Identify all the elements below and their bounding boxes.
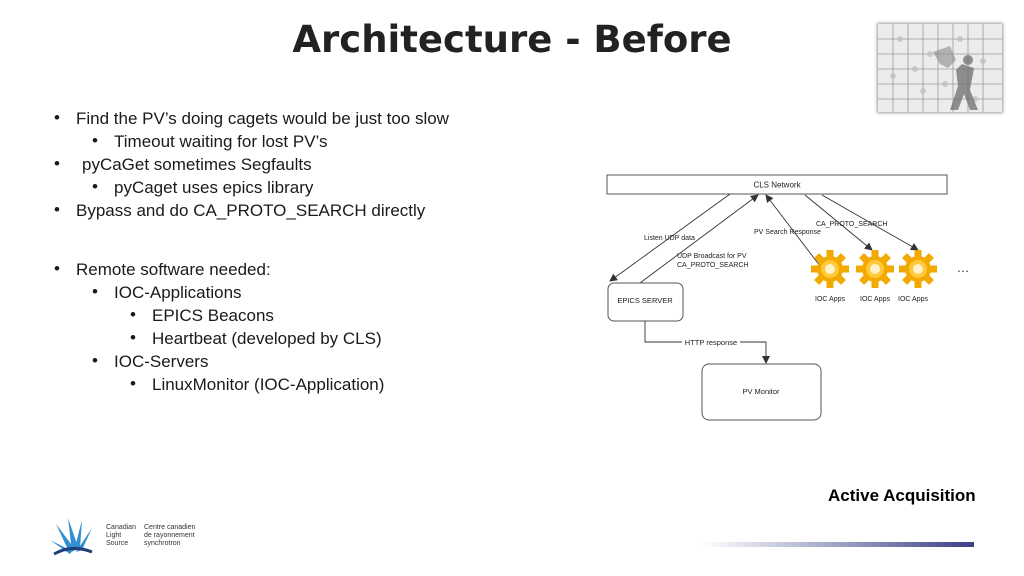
bullet-dot: •	[92, 131, 98, 150]
udp-broadcast-label: CA_PROTO_SEARCH	[677, 262, 748, 269]
bullet-dot: •	[54, 200, 60, 219]
ca-search-arrow-1	[804, 194, 873, 251]
bullet-dot: •	[92, 177, 98, 196]
gear-icon	[899, 250, 937, 288]
ioc-apps-label: IOC Apps	[815, 296, 845, 303]
bullet-dot: •	[54, 259, 60, 278]
bullet-dot: •	[54, 154, 60, 173]
bullet-item: Timeout waiting for lost PV’s	[114, 132, 328, 151]
epics-server-label: EPICS SERVER	[617, 296, 673, 305]
bullet-dot: •	[92, 282, 98, 301]
architecture-diagram: CLS Network Listen UDP data UDP Broadcas…	[600, 168, 980, 426]
udp-broadcast-label: UDP Broadcast for PV	[677, 253, 747, 260]
gear-icon	[811, 250, 849, 288]
logo-text-line: Light	[106, 532, 122, 539]
logo-text-english: Canadian Light Source	[106, 524, 136, 548]
logo-text-french: Centre canadien de rayonnement synchrotr…	[144, 524, 195, 548]
bullet-item: LinuxMonitor (IOC-Application)	[152, 375, 385, 394]
bullet-item: Remote software needed:	[76, 260, 271, 279]
bullet-item: Heartbeat (developed by CLS)	[152, 329, 382, 348]
bullet-dot: •	[130, 328, 136, 347]
bullet-dot: •	[54, 108, 60, 127]
logo-text-line: Canadian	[106, 524, 136, 531]
bullet-item: Find the PV’s doing cagets would be just…	[76, 109, 449, 128]
logo-text-line: de rayonnement	[144, 532, 195, 539]
bullet-item: pyCaget uses epics library	[114, 178, 314, 197]
slide-title: Architecture - Before	[292, 18, 732, 61]
bullet-item: EPICS Beacons	[152, 306, 274, 325]
footer-gradient-bar	[700, 542, 974, 547]
epics-server-box	[607, 282, 684, 322]
bullet-item: IOC-Servers	[114, 352, 209, 371]
search-response-arrow	[765, 194, 821, 267]
listen-arrow	[609, 193, 731, 282]
search-response-label: PV Search Response	[754, 229, 821, 236]
puzzle-picture	[878, 24, 1002, 112]
bullet-dot: •	[130, 305, 136, 324]
bullet-item: Bypass and do CA_PROTO_SEARCH directly	[76, 201, 426, 220]
logo-text-line: Source	[106, 540, 129, 547]
ca-search-arrow-2	[821, 194, 919, 251]
ca-proto-search-label: CA_PROTO_SEARCH	[816, 221, 887, 228]
cls-network-label: CLS Network	[753, 181, 801, 190]
puzzle-illustration	[878, 24, 1002, 112]
bullet-item: IOC-Applications	[114, 283, 242, 302]
ioc-apps-label: IOC Apps	[898, 296, 928, 303]
cls-logo: Canadian Light Source Centre canadien de…	[48, 514, 218, 558]
cls-network-box	[606, 174, 948, 195]
pv-monitor-label: PV Monitor	[742, 387, 780, 396]
listen-udp-label: Listen UDP data	[644, 235, 695, 242]
ellipsis-label: …	[957, 260, 970, 275]
bullet-dot: •	[130, 374, 136, 393]
http-response-label: HTTP response	[685, 338, 737, 347]
active-acquisition-label: Active Acquisition	[828, 486, 976, 505]
bullet-item: pyCaGet sometimes Segfaults	[82, 155, 312, 174]
logo-text-line: Centre canadien	[144, 524, 196, 531]
gear-icon	[856, 250, 894, 288]
bullet-dot: •	[92, 351, 98, 370]
logo-text-line: synchrotron	[144, 540, 181, 547]
ioc-apps-label: IOC Apps	[860, 296, 890, 303]
pv-monitor-box	[701, 363, 822, 421]
cls-logo-mark	[50, 518, 93, 556]
udp-broadcast-arrow	[639, 194, 759, 284]
